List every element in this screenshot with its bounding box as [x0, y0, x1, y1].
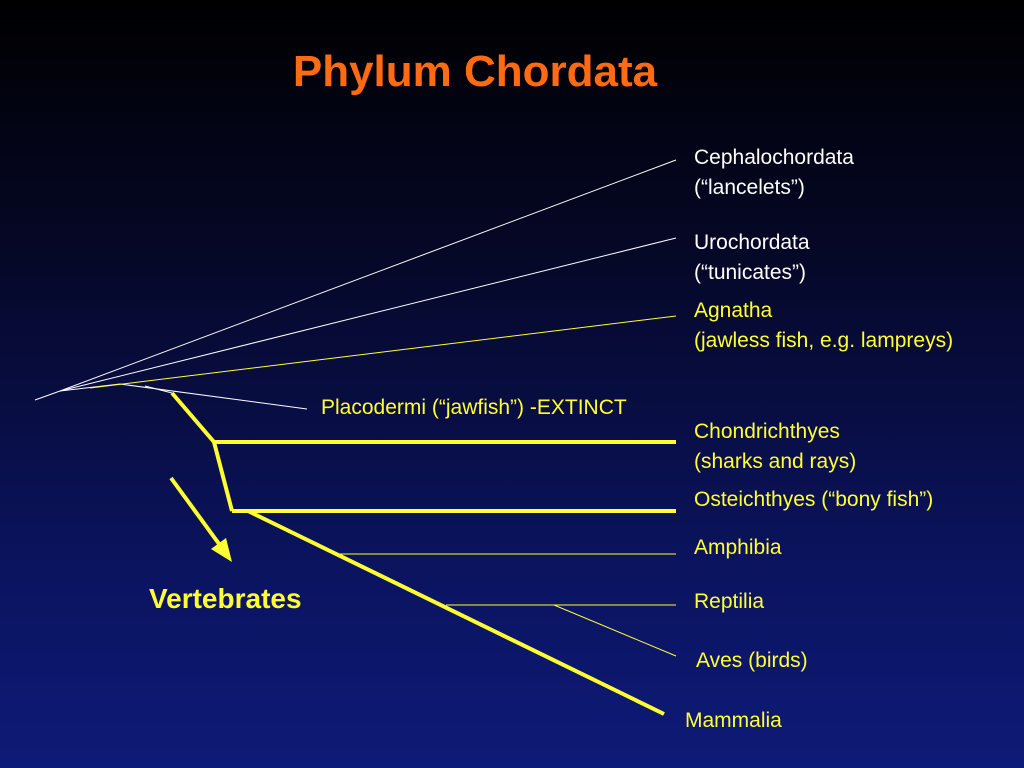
branch-root [34, 390, 61, 401]
label-placodermi: Placodermi (“jawfish”) -EXTINCT [321, 396, 627, 419]
label-urochordata: Urochordata (“tunicates”) [694, 231, 810, 284]
label-amphibia: Amphibia [694, 536, 782, 559]
label-reptilia: Reptilia [694, 590, 765, 613]
label-osteichthyes: Osteichthyes (“bony fish”) [694, 488, 934, 511]
label-chondrichthyes: Chondrichthyes (sharks and rays) [694, 420, 857, 473]
branch-cephalochordata [59, 159, 677, 392]
branch-aves [553, 604, 677, 657]
label-mammalia: Mammalia [685, 709, 782, 732]
page-title: Phylum Chordata [292, 47, 658, 96]
branch-placodermi [119, 383, 308, 410]
vertebrates-arrow [169, 476, 224, 550]
label-vertebrates: Vertebrates [149, 583, 302, 614]
branch-agnatha [89, 315, 677, 389]
branch-mammalia [247, 509, 665, 716]
label-agnatha: Agnatha (jawless fish, e.g. lampreys) [694, 299, 954, 352]
vertebrates-arrowhead [211, 538, 232, 562]
label-cephalochordata: Cephalochordata (“lancelets”) [694, 146, 854, 199]
branch-placodermi-link [144, 385, 173, 394]
label-aves: Aves (birds) [696, 649, 808, 672]
branch-urochordata [59, 237, 677, 392]
